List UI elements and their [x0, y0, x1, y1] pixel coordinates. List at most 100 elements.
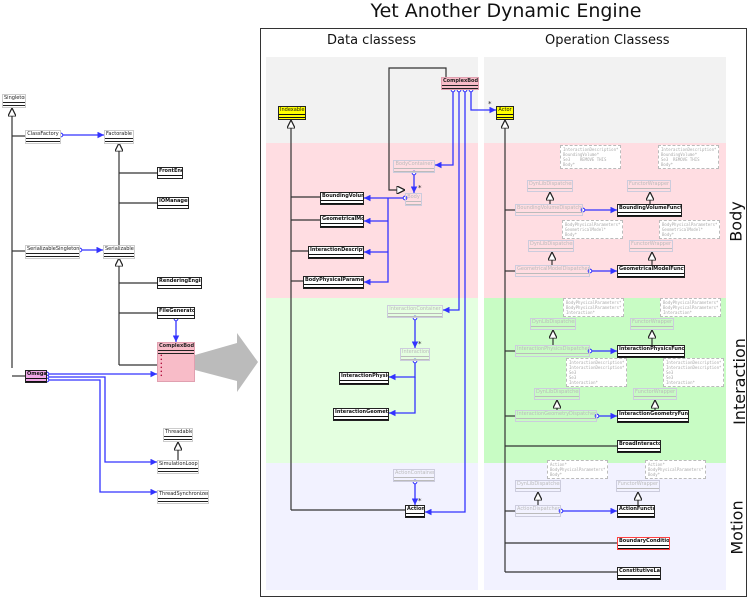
class-name: InteractionContainer [388, 306, 442, 314]
class-interaction[interactable]: Interaction [400, 348, 430, 361]
association-line [435, 87, 456, 169]
class-geometricalmodel[interactable]: GeometricalModel [320, 215, 364, 228]
class-name: Omega [26, 371, 47, 379]
template-note: InteractionDescription* InteractionDescr… [663, 358, 725, 387]
class-name: SerializableSingleton [26, 246, 80, 254]
attributes-compartment [618, 449, 660, 452]
class-filegenerator[interactable]: FileGenerator [157, 307, 195, 319]
class-serializable[interactable]: Serializable [103, 245, 135, 259]
class-iomanager[interactable]: IOManager [157, 197, 189, 209]
class-name: SimulationLoop [158, 461, 198, 469]
class-threadable[interactable]: Threadable [163, 428, 193, 442]
class-complexbody[interactable]: ComplexBody [441, 77, 479, 90]
class-factorable[interactable]: Factorable [104, 130, 134, 144]
class-interactioncontainer[interactable]: InteractionContainer [387, 305, 443, 318]
class-omega[interactable]: Omega [25, 370, 47, 383]
class-boundaryconditions[interactable]: BoundaryConditions [617, 537, 670, 550]
class-dyn4[interactable]: DynLibDispatcher [534, 388, 580, 400]
template-note: BodyPhysicalParameters* BodyPhysicalPara… [660, 298, 722, 317]
association-line [425, 87, 468, 516]
class-name: Body [406, 194, 421, 202]
template-note: BodyPhysicalParameters* BodyPhysicalPara… [563, 298, 625, 317]
class-classfactory[interactable]: ClassFactory [25, 130, 61, 144]
class-bodycontainer[interactable]: BodyContainer [393, 160, 435, 173]
class-igdispatcher[interactable]: InteractionGeometryDispatcher [515, 410, 597, 422]
class-threadsynchronizer[interactable]: ThreadSynchronizer [157, 490, 209, 504]
class-dyn1[interactable]: DynLibDispatcher [527, 180, 573, 192]
class-name: Actor [497, 107, 513, 115]
class-dyn3[interactable]: DynLibDispatcher [530, 318, 576, 330]
class-dyn5[interactable]: DynLibDispatcher [515, 480, 561, 492]
class-bodyphysicalparameters[interactable]: BodyPhysicalParameters [303, 276, 364, 289]
class-body[interactable]: Body [405, 193, 422, 206]
class-fw1[interactable]: FunctorWrapper [627, 180, 671, 192]
class-singleton[interactable]: Singleton [2, 94, 26, 108]
class-fw3[interactable]: FunctorWrapper [630, 318, 674, 330]
class-actionfunctor[interactable]: ActionFunctor [617, 505, 655, 518]
class-action[interactable]: Action [405, 505, 425, 518]
class-actiondispatcher[interactable]: ActionDispatcher [515, 505, 561, 517]
template-note: InteractionDescription* BoundingVolume* … [560, 145, 622, 169]
attributes-compartment [321, 201, 363, 204]
association-line [443, 87, 462, 314]
class-renderingengine[interactable]: RenderingEngine [157, 277, 202, 289]
attributes-compartment [394, 169, 434, 172]
attributes-compartment [26, 379, 46, 382]
class-fw4[interactable]: FunctorWrapper [633, 388, 677, 400]
class-serializablesingleton[interactable]: SerializableSingleton [25, 245, 80, 259]
class-fw2[interactable]: FunctorWrapper [629, 240, 673, 252]
class-interactiongeometry[interactable]: InteractionGeometry [333, 408, 389, 421]
class-gmfunctor[interactable]: GeometricalModelFunctor [617, 265, 685, 278]
attributes-compartment [618, 576, 660, 579]
class-igfunctor[interactable]: InteractionGeometryFunctor [617, 410, 689, 423]
motion-region-right [484, 463, 726, 590]
class-fw5[interactable]: FunctorWrapper [616, 480, 660, 492]
member-bullet: • [160, 353, 163, 358]
attributes-compartment [516, 419, 596, 421]
attributes-compartment [516, 514, 560, 516]
class-name: InteractionPhysics [340, 373, 389, 381]
class-boundingvolume[interactable]: BoundingVolume [320, 192, 364, 205]
attributes-compartment [340, 381, 388, 384]
class-simulationloop[interactable]: SimulationLoop [157, 460, 199, 474]
template-note: Action* BodyPhysicalParameters* Body* [645, 460, 707, 479]
attributes-compartment [279, 115, 305, 118]
class-name: ConstitutiveLaw [618, 568, 661, 576]
class-gmdispatcher[interactable]: GeometricalModelDispatcher [515, 265, 590, 277]
class-name: Threadable [164, 429, 193, 437]
class-bvfunctor[interactable]: BoundingVolumeFunctor [617, 204, 682, 217]
association-line [364, 198, 389, 286]
class-ipfunctor[interactable]: InteractionPhysicsFunctor [617, 345, 685, 358]
class-ipdispatcher[interactable]: InteractionPhysicsDispatcher [515, 345, 590, 357]
class-name: ActionContainer [394, 470, 435, 478]
class-bvdispatcher[interactable]: BoundingVolumeDispatcher [515, 204, 583, 216]
class-name: ActionFunctor [618, 506, 655, 514]
class-interactiondescription[interactable]: InteractionDescription [308, 246, 364, 259]
attributes-compartment [334, 417, 388, 420]
member-bullet: • [160, 357, 163, 362]
class-broadinteractor[interactable]: BroadInteractor [617, 440, 661, 453]
class-name: Action [406, 506, 425, 514]
multiplicity-label: * [418, 184, 422, 192]
attributes-compartment [631, 327, 673, 329]
attributes-compartment [321, 224, 363, 227]
class-name: Factorable [105, 131, 133, 139]
class-frontend[interactable]: FrontEnd [157, 167, 183, 179]
class-dyn2[interactable]: DynLibDispatcher [528, 240, 574, 252]
attributes-compartment [618, 514, 654, 517]
attributes-compartment [406, 514, 424, 517]
class-actioncontainer[interactable]: ActionContainer [393, 469, 435, 482]
class-complexbody-left[interactable]: ComplexBody•••••• [157, 342, 195, 382]
attributes-compartment [442, 86, 478, 89]
class-name: FunctorWrapper [634, 389, 676, 397]
engine-frame [260, 28, 747, 597]
class-name: FunctorWrapper [617, 481, 659, 489]
class-actor[interactable]: Actor [496, 106, 514, 120]
class-constitutivelaw[interactable]: ConstitutiveLaw [617, 567, 661, 580]
class-interactionphysics[interactable]: InteractionPhysics [339, 372, 389, 385]
class-indexable[interactable]: Indexable [278, 106, 306, 120]
member-bullet: • [160, 369, 163, 374]
association-line [389, 358, 418, 381]
attributes-compartment [516, 213, 582, 215]
